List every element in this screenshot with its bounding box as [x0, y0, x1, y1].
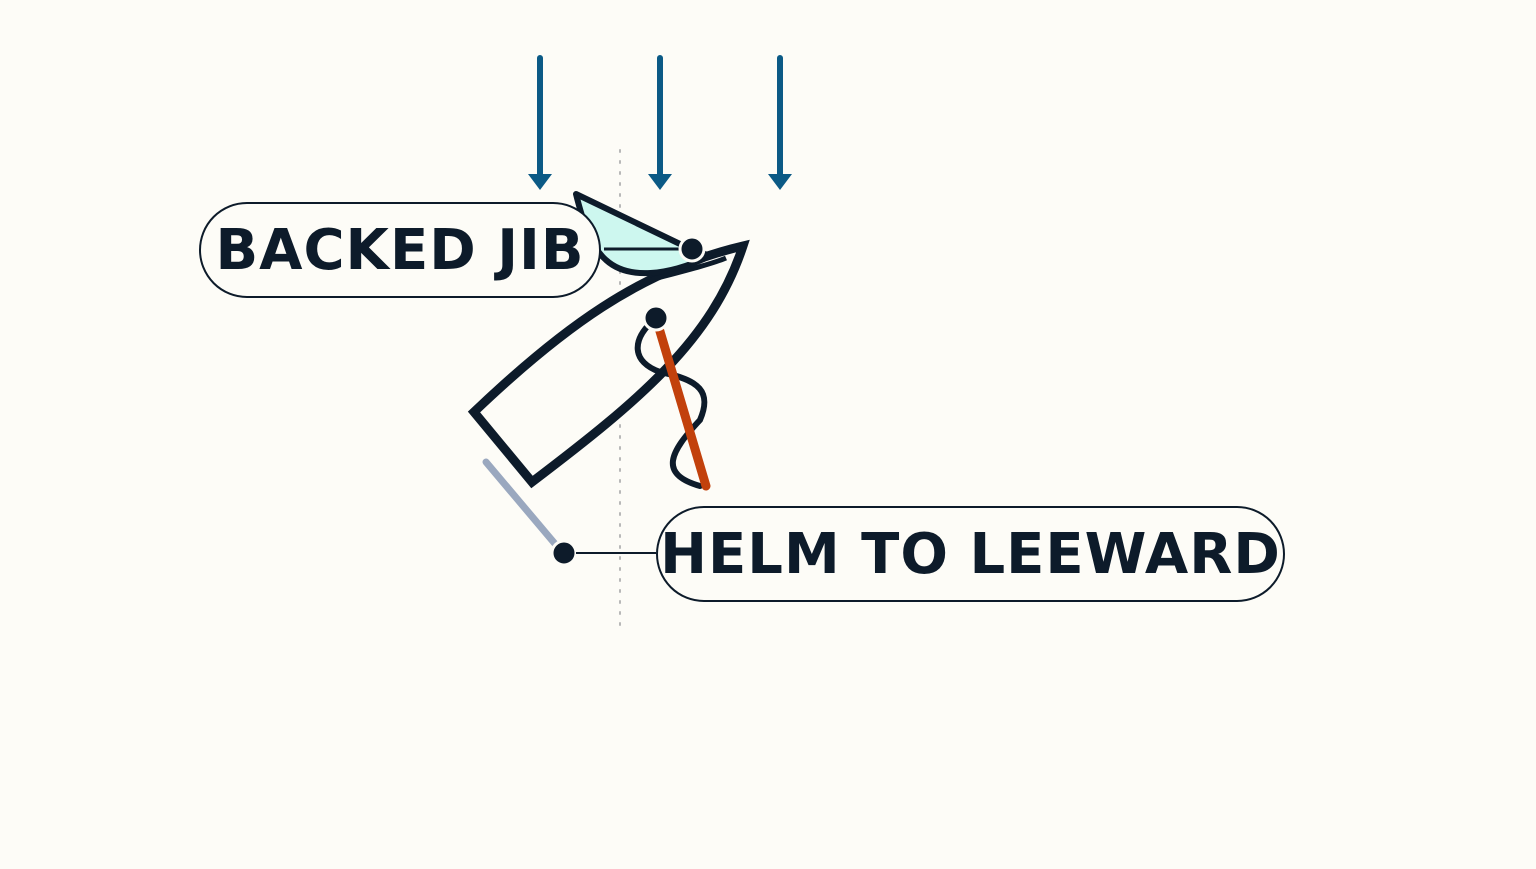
jib-sheet-curve: [649, 255, 727, 283]
arrow-down-icon: [528, 55, 552, 190]
arrow-down-icon: [768, 55, 792, 190]
label-backed-jib: BACKED JIB: [199, 202, 601, 298]
label-backed-jib-text: BACKED JIB: [215, 217, 585, 283]
label-helm-to-leeward: HELM TO LEEWARD: [656, 506, 1285, 602]
label-helm-to-leeward-text: HELM TO LEEWARD: [660, 521, 1281, 587]
wind-arrows: [528, 55, 792, 190]
rudder-pivot-dot: [642, 304, 670, 332]
boat-hull: [467, 239, 750, 489]
tiller: [651, 313, 711, 491]
jib-anchor-dot: [678, 235, 706, 263]
tiller-line: [634, 315, 708, 489]
arrow-down-icon: [648, 55, 672, 190]
helm-anchor-dot: [550, 539, 578, 567]
wake-line: [482, 458, 560, 549]
